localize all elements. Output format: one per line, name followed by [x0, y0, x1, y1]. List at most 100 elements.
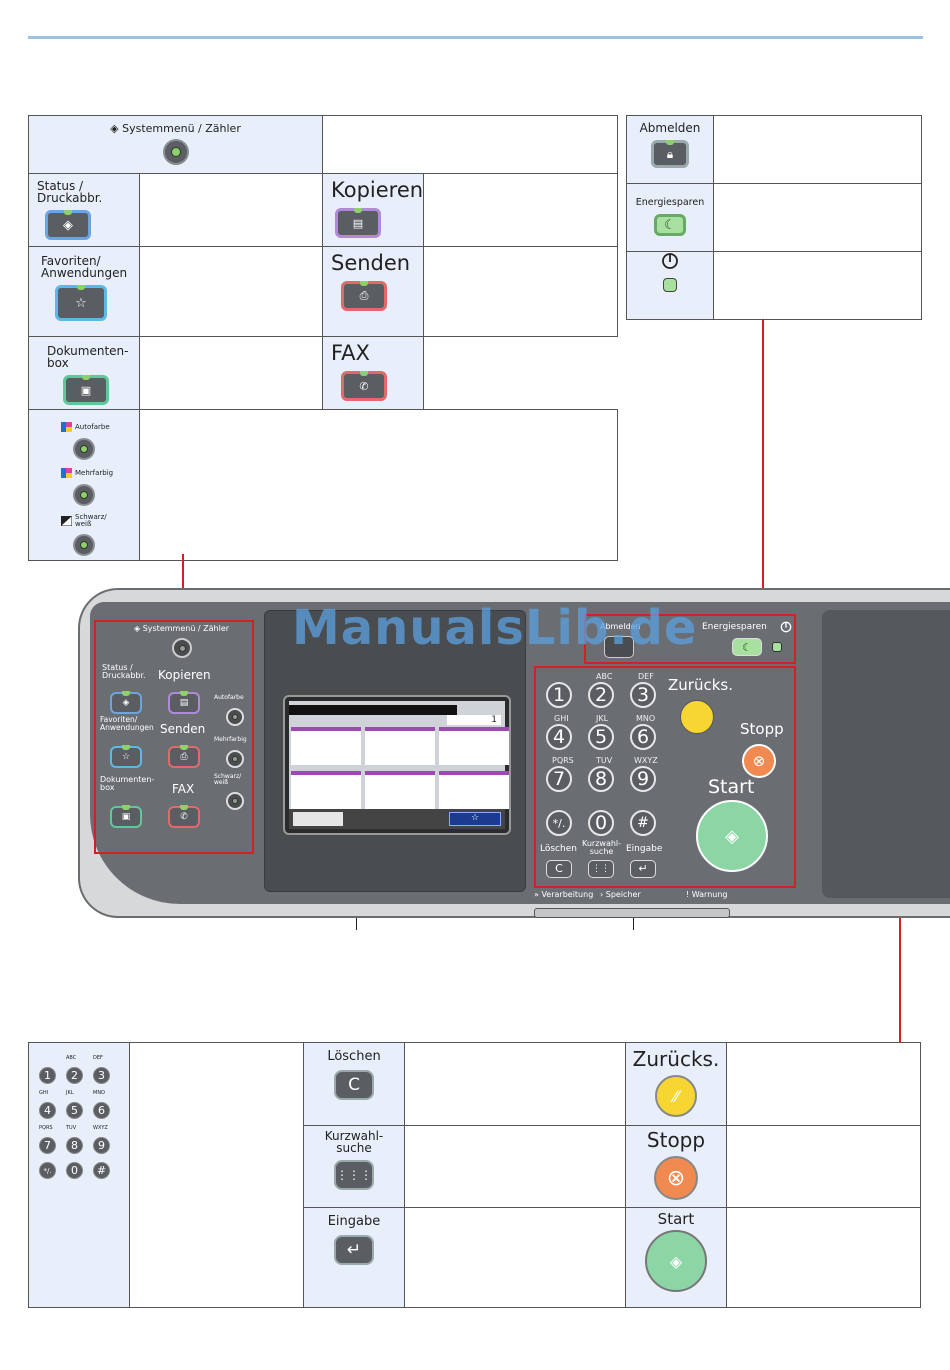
bottom-key-6[interactable]: 6 — [93, 1102, 110, 1119]
panel-kurzwahl-button[interactable]: ⋮⋮ — [588, 860, 614, 878]
senden-button[interactable]: ⎙ — [341, 281, 387, 311]
bottom-stopp-button[interactable]: ⊗ — [654, 1156, 698, 1200]
panel-schwarz-button[interactable] — [226, 792, 244, 810]
key-3[interactable]: 3 — [630, 682, 656, 708]
key-hash[interactable]: # — [630, 810, 656, 836]
screen-tile-usb[interactable] — [365, 771, 435, 809]
panel-kopieren-button[interactable]: ▤ — [168, 691, 200, 714]
bottom-zuruecks-cell: Zurücks. ⁄⁄ — [625, 1042, 727, 1126]
panel-zuruecks-button[interactable] — [680, 700, 714, 734]
panel-mehrfarbig-label: Mehrfarbig — [214, 736, 247, 743]
panel-mehrfarbig-button[interactable] — [226, 750, 244, 768]
bottom-key-3[interactable]: 3 — [93, 1067, 110, 1084]
bottom-key-2[interactable]: 2 — [66, 1067, 83, 1084]
dokumenten-button[interactable]: ▣ — [63, 375, 109, 405]
bottom-key-8[interactable]: 8 — [66, 1137, 83, 1154]
screen-tile-fax[interactable] — [291, 771, 361, 809]
touch-panel[interactable]: 1 ☆ — [283, 695, 511, 835]
bottom-key-star[interactable]: */. — [39, 1162, 56, 1179]
key-star[interactable]: */. — [546, 810, 572, 836]
fax-label: FAX — [331, 341, 370, 365]
bottom-start-button[interactable]: ◈ — [645, 1230, 707, 1292]
panel-sysmenu-button[interactable] — [172, 638, 192, 658]
screen-tile-send[interactable] — [365, 727, 435, 765]
panel-status-button[interactable]: ◈ — [110, 691, 142, 714]
panel-enter-icon: ↵ — [638, 862, 648, 875]
panel-start-button[interactable]: ◈ — [696, 800, 768, 872]
abmelden-button[interactable]: 🔒︎ — [651, 140, 689, 168]
senden-description — [423, 246, 618, 337]
panel-fax-button[interactable]: ✆ — [168, 805, 200, 828]
bottom-key-5[interactable]: 5 — [66, 1102, 83, 1119]
key-7[interactable]: 7 — [546, 766, 572, 792]
screen-tile-copy[interactable] — [291, 727, 361, 765]
status-button[interactable]: ◈ — [45, 210, 91, 240]
favoriten-button[interactable]: ☆ — [55, 285, 107, 321]
panel-autofarbe-button[interactable] — [226, 708, 244, 726]
bottom-key-4[interactable]: 4 — [39, 1102, 56, 1119]
key-8[interactable]: 8 — [588, 766, 614, 792]
callout-line-indicators — [633, 916, 634, 930]
key-4[interactable]: 4 — [546, 724, 572, 750]
bottom-key-9[interactable]: 9 — [93, 1137, 110, 1154]
panel-loeschen-button[interactable]: C — [546, 860, 572, 878]
energiesparen-button[interactable]: ☾ — [654, 214, 686, 236]
bottom-stopp-label: Stopp — [646, 1128, 706, 1152]
screen-menu-button[interactable] — [293, 812, 343, 826]
panel-bottom-slot — [534, 908, 730, 918]
bottom-eingabe-button[interactable]: ↵ — [334, 1235, 374, 1265]
screen-favorite-button[interactable]: ☆ — [449, 812, 501, 826]
mehrfarbig-button[interactable] — [73, 484, 95, 506]
panel-dokumenten-button[interactable]: ▣ — [110, 805, 142, 828]
autofarbe-icon — [61, 422, 72, 432]
operation-panel: ◈ Systemmenü / Zähler Status / Druckabbr… — [78, 588, 950, 918]
sysmenu-button[interactable] — [162, 139, 189, 165]
fax-button[interactable]: ✆ — [341, 371, 387, 401]
panel-stopp-button[interactable]: ⊗ — [742, 744, 776, 778]
bottom-label-ghi: GHI — [39, 1090, 49, 1096]
key-1[interactable]: 1 — [546, 682, 572, 708]
key-5[interactable]: 5 — [588, 724, 614, 750]
bottom-label-jkl: JKL — [66, 1090, 74, 1096]
kopieren-description — [423, 173, 618, 247]
dokumenten-cell: Dokumenten- box ▣ — [28, 336, 140, 410]
screen-tile-box[interactable] — [439, 727, 509, 765]
bottom-loeschen-cell: Löschen C — [303, 1042, 405, 1126]
key-label-wxyz: WXYZ — [634, 756, 658, 765]
kopieren-cell: Kopieren ▤ — [322, 173, 424, 247]
bottom-key-1[interactable]: 1 — [39, 1067, 56, 1084]
callout-line-left — [182, 554, 184, 620]
numeric-key-group: ABC DEF 1 2 3 GHI JKL MNO 4 5 6 PQRS TUV… — [534, 666, 796, 888]
key-9[interactable]: 9 — [630, 766, 656, 792]
panel-abmelden-button[interactable] — [604, 636, 634, 658]
panel-energiesparen-label: Energiesparen — [702, 622, 767, 632]
panel-power-icon — [780, 621, 792, 633]
mehrfarbig-icon — [61, 468, 72, 478]
bottom-key-0[interactable]: 0 — [66, 1162, 83, 1179]
panel-schwarz-label: Schwarz/ weiß — [214, 773, 242, 786]
panel-favoriten-button[interactable]: ☆ — [110, 745, 142, 768]
panel-power-led — [772, 642, 782, 652]
screen-tile-jobs[interactable] — [439, 771, 509, 809]
status-description — [139, 173, 323, 247]
panel-start-icon: ◈ — [725, 825, 739, 847]
power-description — [713, 251, 922, 320]
bottom-loeschen-button[interactable]: C — [334, 1070, 374, 1100]
panel-energiesparen-button[interactable]: ☾ — [732, 638, 762, 656]
panel-moon-icon: ☾ — [742, 641, 752, 654]
bottom-zuruecks-button[interactable]: ⁄⁄ — [655, 1075, 697, 1117]
bottom-kurzwahl-button[interactable]: ⋮⋮⋮ — [334, 1160, 374, 1190]
kopieren-button[interactable]: ▤ — [335, 208, 381, 238]
key-6[interactable]: 6 — [630, 724, 656, 750]
key-0[interactable]: 0 — [588, 810, 614, 836]
bottom-key-hash[interactable]: # — [93, 1162, 110, 1179]
panel-eingabe-button[interactable]: ↵ — [630, 860, 656, 878]
send-icon: ⎙ — [359, 289, 369, 302]
autofarbe-button[interactable] — [73, 438, 95, 460]
schwarz-button[interactable] — [73, 534, 95, 556]
bottom-key-7[interactable]: 7 — [39, 1137, 56, 1154]
panel-senden-button[interactable]: ⎙ — [168, 745, 200, 768]
key-2[interactable]: 2 — [588, 682, 614, 708]
senden-label: Senden — [331, 251, 411, 275]
bottom-label-mno: MNO — [93, 1090, 105, 1096]
